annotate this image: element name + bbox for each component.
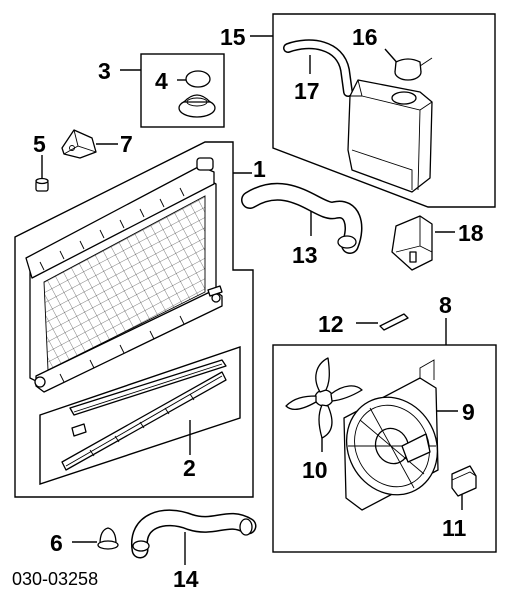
overflow-hose: [283, 39, 353, 97]
callout-6: 6: [50, 530, 63, 556]
wiring-clip: [379, 313, 409, 331]
fan-switch: [451, 465, 477, 497]
callout-18: 18: [458, 220, 484, 246]
callout-16: 16: [352, 24, 378, 50]
mount-grommet: [97, 527, 119, 550]
cooling-fan: [285, 357, 363, 439]
callout-8: 8: [439, 292, 452, 318]
callout-11: 11: [442, 515, 467, 541]
callout-3: 3: [98, 58, 111, 84]
callout-13: 13: [292, 242, 318, 268]
cap-group-frame: [140, 53, 225, 128]
diagram-code: 030-03258: [12, 569, 98, 589]
upper-radiator-hose: [241, 182, 363, 254]
callout-labels: 1 2 3 4 5 6 7 8 9 10 11 12 13 14 15 16 1…: [33, 24, 484, 592]
radiator-cap: [178, 94, 216, 118]
callout-10: 10: [302, 457, 328, 483]
fan-group-frame: [272, 344, 497, 553]
radiator-bracket: [61, 129, 97, 159]
drain-plug: [35, 177, 49, 192]
callout-17: 17: [294, 78, 320, 104]
fan-shroud: [343, 359, 439, 511]
seal-subgroup-frame: [39, 346, 241, 485]
radiator-cap-gasket: [185, 70, 211, 88]
radiator-seal-set: [61, 359, 227, 471]
callout-9: 9: [462, 399, 475, 425]
callout-12: 12: [318, 311, 344, 337]
reservoir-group-frame: [272, 13, 496, 208]
callout-1: 1: [253, 156, 266, 182]
callout-7: 7: [120, 131, 133, 157]
callout-15: 15: [220, 24, 246, 50]
radiator-assembly-frame: [14, 141, 254, 498]
callout-14: 14: [173, 566, 199, 592]
callout-2: 2: [183, 455, 196, 481]
shroud-bracket: [391, 215, 433, 271]
reservoir-cap: [394, 57, 433, 81]
callout-5: 5: [33, 131, 46, 157]
lower-radiator-hose: [131, 509, 257, 559]
radiator: [25, 157, 223, 393]
callout-4: 4: [155, 68, 168, 94]
reservoir-tank: [347, 79, 433, 193]
